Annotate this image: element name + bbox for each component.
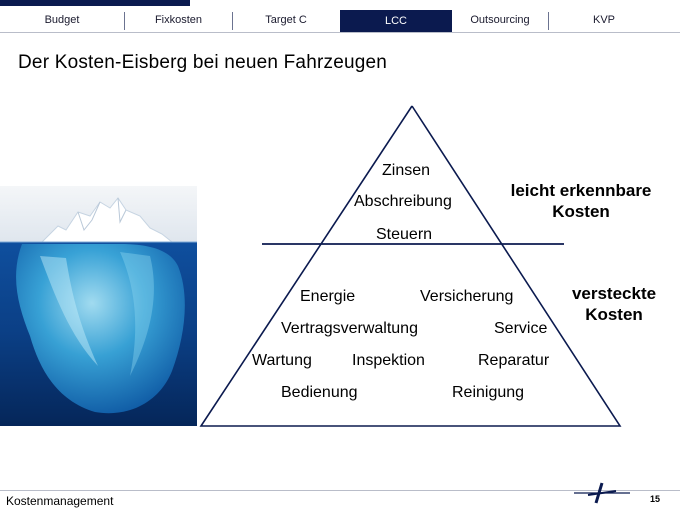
tab-separator [124,12,125,30]
cost-item-vertragsverwaltung: Vertragsverwaltung [281,320,418,337]
cost-item-reparatur: Reparatur [478,352,550,369]
cost-item-zinsen: Zinsen [382,162,431,179]
cost-item-bedienung: Bedienung [281,384,358,401]
cost-item-abschreibung: Abschreibung [354,193,452,210]
cost-item-service: Service [494,320,548,337]
tab-lcc[interactable]: LCC [340,10,452,32]
tab-outsourcing[interactable]: Outsourcing [470,14,530,26]
tab-separator [232,12,233,30]
top-navigation: Budget Fixkosten Target C LCC Outsourcin… [0,0,680,34]
triangle-outline [199,105,622,427]
cost-item-energie: Energie [300,288,356,305]
label-hidden-costs: versteckte Kosten [571,284,657,324]
cost-item-wartung: Wartung [252,352,312,369]
tab-kvp[interactable]: KVP [592,14,615,26]
cost-item-steuern: Steuern [376,226,433,243]
company-logo-icon [574,482,630,504]
nav-underline [0,32,680,33]
footer-divider [0,490,680,491]
tab-budget[interactable]: Budget [44,14,80,26]
page-number: 15 [650,494,661,504]
cost-item-reinigung: Reinigung [452,384,525,401]
cost-item-versicherung: Versicherung [420,288,514,305]
iceberg-image [0,186,197,426]
label-visible-costs: leicht erkennbare Kosten [510,181,652,221]
nav-accent-bar [0,0,190,6]
cost-item-inspektion: Inspektion [352,352,425,369]
tab-fixkosten[interactable]: Fixkosten [154,14,203,26]
slide-title: Der Kosten-Eisberg bei neuen Fahrzeugen [18,52,388,73]
tab-target-c[interactable]: Target C [265,14,307,26]
tab-separator [548,12,549,30]
footer-title: Kostenmanagement [6,494,114,508]
